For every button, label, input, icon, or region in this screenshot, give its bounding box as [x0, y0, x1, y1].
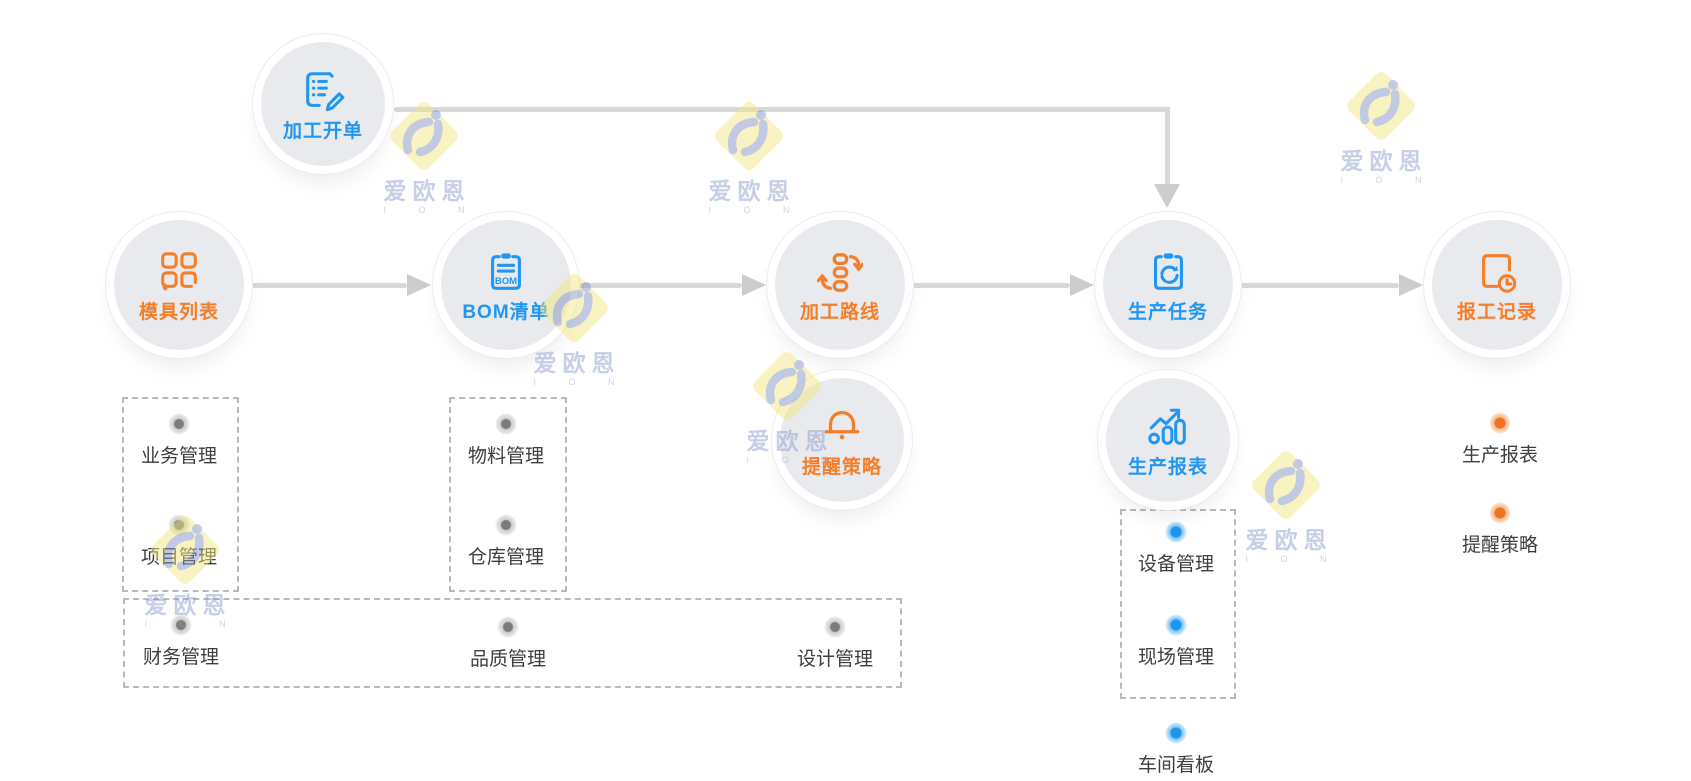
- watermark-text: 爱欧恩: [533, 350, 621, 376]
- node-production-task[interactable]: 生产任务: [1103, 220, 1233, 350]
- module-label: 业务管理: [140, 446, 217, 467]
- reminder-bell-icon: [824, 410, 860, 439]
- module-quality-mgmt[interactable]: 品质管理: [448, 616, 568, 672]
- connector-bom-to-route: [579, 283, 742, 288]
- connector-task-to-report: [1241, 283, 1399, 288]
- node-reminder-policy[interactable]: 提醒策略: [780, 378, 904, 502]
- connector-mold-to-bom: [252, 283, 407, 288]
- brand-watermark: 爱欧恩 I O N: [1230, 442, 1342, 564]
- bullet-dot-icon: [168, 514, 190, 536]
- connector-top-horizontal: [394, 107, 1170, 112]
- module-label: 生产报表: [1461, 445, 1538, 466]
- ion-logo-icon: [390, 102, 458, 170]
- module-label: 物料管理: [467, 446, 544, 467]
- bullet-dot-icon: [170, 614, 192, 636]
- bullet-dot-icon: [1165, 722, 1187, 744]
- ion-logo-icon: [715, 102, 783, 170]
- work-report-icon: [1482, 253, 1517, 293]
- module-label: 设备管理: [1137, 554, 1214, 575]
- bom-badge-text: BOM: [495, 275, 517, 286]
- node-label: 提醒策略: [801, 456, 882, 478]
- bullet-dot-icon: [1165, 614, 1187, 636]
- arrowhead-right-icon: [742, 274, 766, 296]
- production-report-icon: [1148, 408, 1186, 445]
- mold-grid-icon: [161, 251, 197, 290]
- production-task-icon: [1154, 252, 1183, 290]
- watermark-letters: I O N: [533, 377, 630, 388]
- module-equipment-mgmt[interactable]: 设备管理: [1116, 521, 1236, 577]
- module-material-mgmt[interactable]: 物料管理: [446, 413, 566, 469]
- material-group-box: [449, 397, 567, 592]
- watermark-text: 爱欧恩: [708, 178, 796, 204]
- module-production-report[interactable]: 生产报表: [1440, 412, 1560, 468]
- module-workshop-board[interactable]: 车间看板: [1116, 722, 1236, 778]
- brand-watermark: 爱欧恩 I O N: [1325, 63, 1437, 185]
- bullet-dot-icon: [1165, 521, 1187, 543]
- bullet-dot-icon: [495, 413, 517, 435]
- module-label: 车间看板: [1137, 755, 1214, 776]
- bullet-dot-icon: [1489, 502, 1511, 524]
- node-label: 生产报表: [1127, 456, 1208, 478]
- watermark-letters: I O N: [1340, 175, 1437, 186]
- work-order-icon: [306, 71, 345, 111]
- watermark-letters: I O N: [383, 205, 480, 216]
- bullet-dot-icon: [824, 616, 846, 638]
- node-process-route[interactable]: 加工路线: [775, 220, 905, 350]
- arrowhead-right-icon: [407, 274, 431, 296]
- bullet-dot-icon: [1489, 412, 1511, 434]
- module-design-mgmt[interactable]: 设计管理: [775, 616, 895, 672]
- watermark-text: 爱欧恩: [383, 178, 471, 204]
- connector-route-to-task: [913, 283, 1070, 288]
- node-production-report[interactable]: 生产报表: [1106, 378, 1230, 502]
- bullet-dot-icon: [495, 514, 517, 536]
- module-label: 现场管理: [1137, 647, 1214, 668]
- node-label: 模具列表: [138, 301, 219, 323]
- ion-logo-icon: [1347, 72, 1415, 140]
- watermark-letters: I O N: [1245, 554, 1342, 565]
- bullet-dot-icon: [497, 616, 519, 638]
- node-label: 加工路线: [799, 301, 880, 323]
- node-work-order[interactable]: 加工开单: [261, 42, 385, 166]
- node-label: BOM清单: [462, 301, 550, 323]
- module-business-mgmt[interactable]: 业务管理: [119, 413, 239, 469]
- module-project-mgmt[interactable]: 项目管理: [119, 514, 239, 570]
- node-label: 报工记录: [1456, 301, 1537, 323]
- module-label: 仓库管理: [467, 547, 544, 568]
- node-work-report[interactable]: 报工记录: [1432, 220, 1562, 350]
- module-reminder-policy[interactable]: 提醒策略: [1440, 502, 1560, 558]
- watermark-text: 爱欧恩: [1245, 527, 1333, 553]
- module-site-mgmt[interactable]: 现场管理: [1116, 614, 1236, 670]
- process-route-icon: [817, 252, 863, 292]
- watermark-letters: I O N: [708, 205, 805, 216]
- module-warehouse-mgmt[interactable]: 仓库管理: [446, 514, 566, 570]
- module-label: 财务管理: [142, 647, 219, 668]
- module-label: 设计管理: [796, 649, 873, 670]
- node-label: 加工开单: [282, 120, 363, 142]
- bom-clipboard-icon: BOM: [491, 252, 521, 290]
- bullet-dot-icon: [168, 413, 190, 435]
- module-label: 提醒策略: [1461, 535, 1538, 556]
- ion-logo-icon: [1252, 451, 1320, 519]
- device-group-box: [1120, 509, 1236, 699]
- watermark-text: 爱欧恩: [1340, 148, 1428, 174]
- connector-top-vertical: [1165, 107, 1170, 184]
- business-group-box: [122, 397, 239, 592]
- arrowhead-down-icon: [1154, 184, 1180, 208]
- bottom-group-box: [123, 598, 902, 688]
- module-label: 项目管理: [140, 547, 217, 568]
- node-mold-list[interactable]: 模具列表: [114, 220, 244, 350]
- node-label: 生产任务: [1127, 301, 1208, 323]
- arrowhead-right-icon: [1070, 274, 1094, 296]
- module-finance-mgmt[interactable]: 财务管理: [121, 614, 241, 670]
- arrowhead-right-icon: [1399, 274, 1423, 296]
- node-bom-list[interactable]: BOM BOM清单: [441, 220, 571, 350]
- module-label: 品质管理: [469, 649, 546, 670]
